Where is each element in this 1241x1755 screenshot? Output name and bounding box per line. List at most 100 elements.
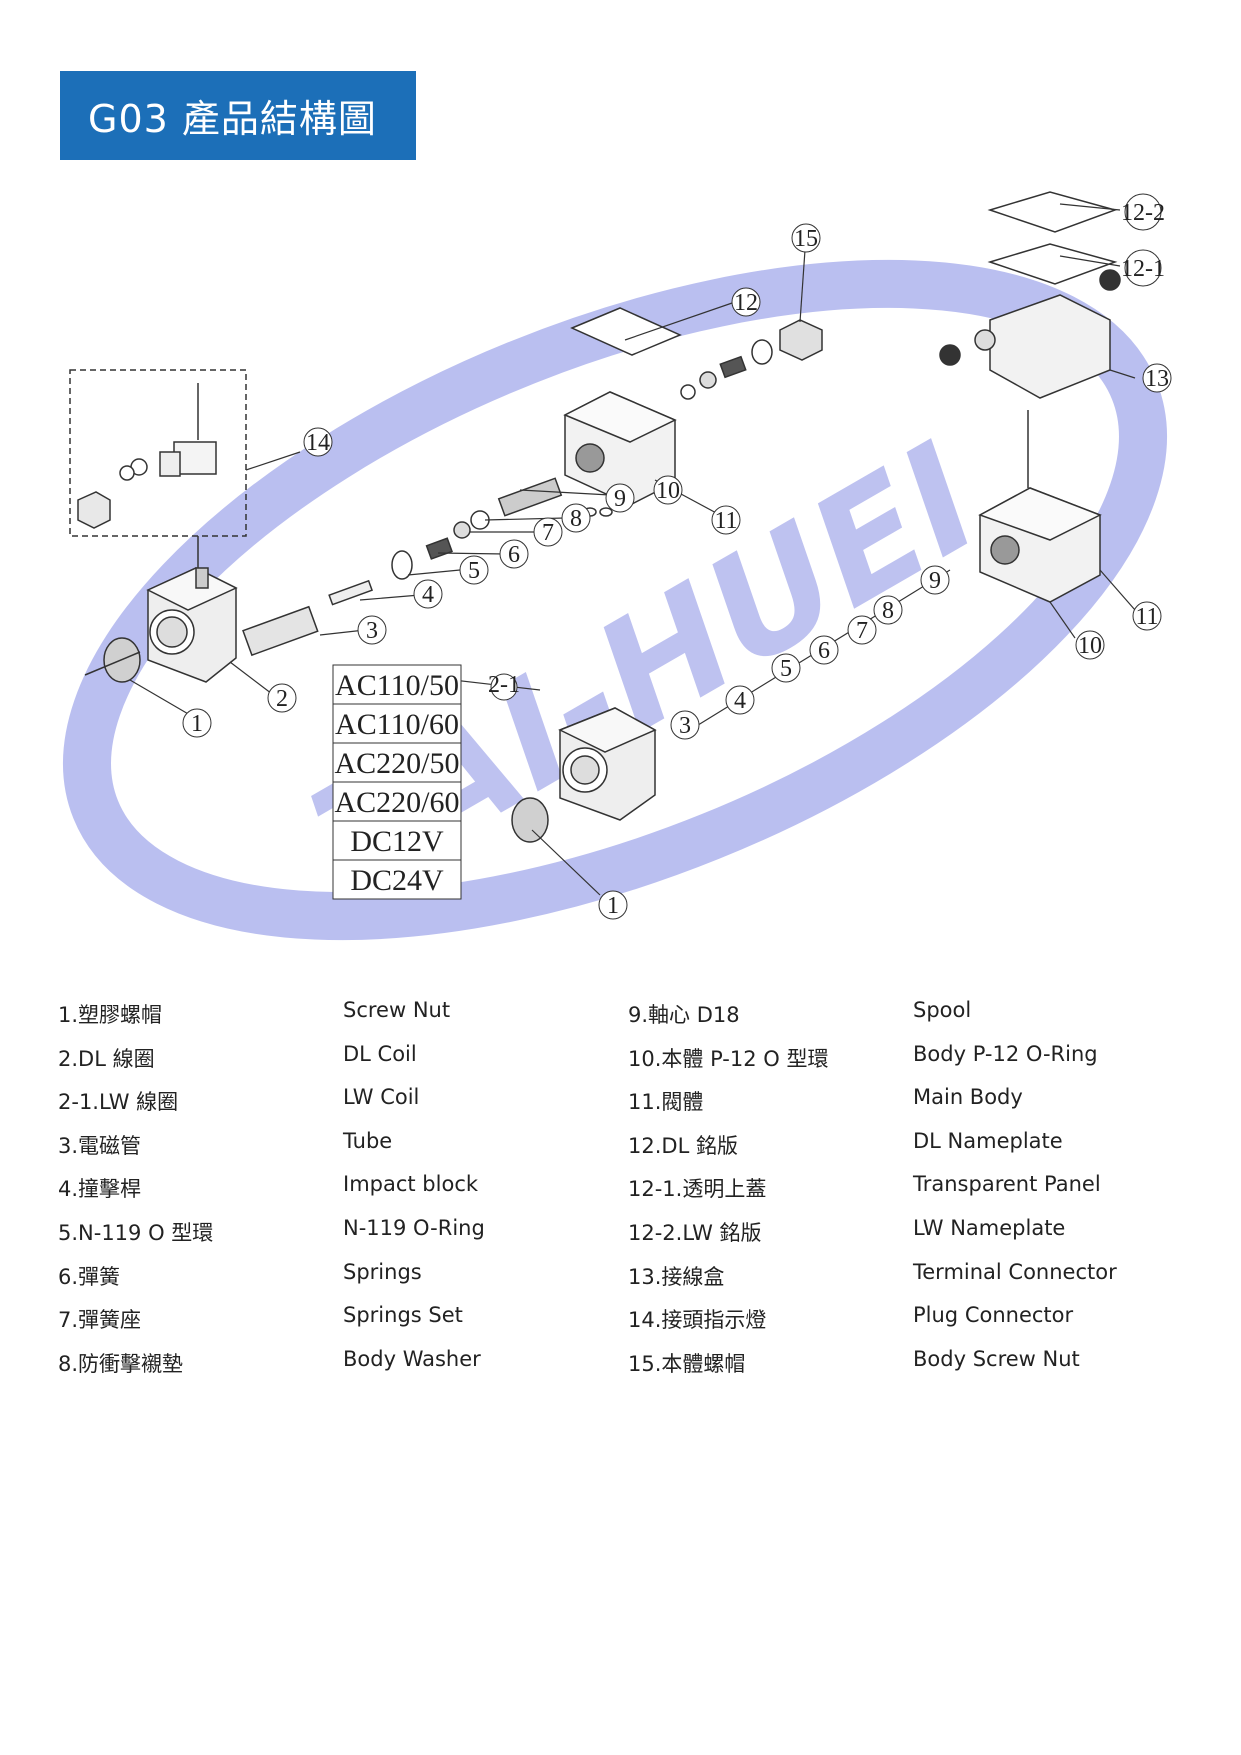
callout-1-right: 1 [598, 890, 628, 920]
svg-text:4: 4 [422, 582, 434, 608]
spring-set-drawing [391, 477, 613, 580]
svg-text:12: 12 [734, 290, 758, 316]
callout-14: 14 [303, 427, 333, 457]
svg-text:1: 1 [191, 711, 203, 737]
svg-text:2: 2 [276, 686, 288, 712]
part-zh: 12-2.LW 銘版 [628, 1220, 762, 1245]
callout-3-right: 3 [670, 710, 700, 740]
callout-4-left: 4 [413, 579, 443, 609]
part-zh: 15.本體螺帽 [628, 1351, 746, 1376]
callout-5-right: 5 [771, 653, 801, 683]
part-zh: 11.閥體 [628, 1090, 704, 1115]
part-zh: 2.DL 線圈 [58, 1046, 155, 1071]
svg-text:12-1: 12-1 [1121, 256, 1165, 282]
part-en: Tube [343, 1128, 393, 1153]
part-zh: 1.塑膠螺帽 [58, 1003, 163, 1027]
svg-text:7: 7 [542, 520, 554, 546]
part-en: LW Nameplate [913, 1215, 1066, 1240]
callout-13: 13 [1142, 363, 1172, 393]
page-title-banner: G03 產品結構圖 [60, 71, 416, 160]
svg-text:5: 5 [780, 656, 792, 682]
parts-zh-left: 1.塑膠螺帽 2.DL 線圈 2-1.LW 線圈 3.電磁管 4.撞擊桿 5.N… [58, 1000, 213, 1392]
callout-7-right: 7 [847, 615, 877, 645]
tube-drawing [242, 579, 374, 657]
part-en: DL Nameplate [913, 1128, 1063, 1153]
part-en: Plug Connector [913, 1303, 1074, 1328]
svg-text:2-1: 2-1 [488, 672, 520, 698]
part-en: LW Coil [343, 1085, 420, 1110]
part-en: Body Screw Nut [913, 1346, 1080, 1371]
svg-text:5: 5 [468, 558, 480, 584]
svg-text:10: 10 [656, 478, 680, 504]
voltage-table: AC110/50 AC110/60 AC220/50 AC220/60 DC12… [332, 664, 462, 900]
callout-6-right: 6 [809, 635, 839, 665]
part-en: Spool [913, 998, 972, 1022]
part-zh: 8.防衝擊襯墊 [58, 1351, 184, 1376]
part-zh: 3.電磁管 [58, 1133, 142, 1158]
svg-text:12-2: 12-2 [1121, 200, 1165, 226]
part-zh: 14.接頭指示燈 [628, 1308, 767, 1333]
svg-text:9: 9 [614, 486, 626, 512]
callout-labels: 1 2 2-1 3 4 5 6 7 8 9 10 11 12 12-1 12-2… [182, 193, 1172, 920]
part-zh: 7.彈簧座 [58, 1308, 142, 1333]
svg-text:11: 11 [714, 508, 737, 534]
svg-text:6: 6 [818, 638, 830, 664]
plug-connector-assembly [69, 369, 247, 570]
callout-8-left: 8 [561, 503, 591, 533]
part-zh: 12.DL 銘版 [628, 1133, 738, 1158]
voltage-2: AC110/60 [335, 708, 459, 741]
callout-9-right: 9 [920, 565, 950, 595]
svg-text:4: 4 [734, 688, 746, 714]
voltage-6: DC24V [350, 864, 444, 897]
callout-1-left: 1 [182, 708, 212, 738]
svg-text:11: 11 [1135, 604, 1158, 630]
svg-text:7: 7 [856, 618, 868, 644]
callout-11-upper: 11 [711, 505, 741, 535]
svg-text:9: 9 [929, 568, 941, 594]
part-zh: 2-1.LW 線圈 [58, 1090, 179, 1115]
callout-10-lower: 10 [1075, 630, 1105, 660]
exploded-diagram: TAI-HUEI [0, 170, 1241, 1000]
part-zh: 9.軸心 D18 [628, 1003, 740, 1027]
svg-text:1: 1 [607, 893, 619, 919]
body-nut-drawing [680, 319, 823, 400]
callout-12: 12 [731, 287, 761, 317]
part-zh: 5.N-119 O 型環 [58, 1220, 214, 1245]
svg-text:13: 13 [1145, 366, 1169, 392]
callout-3-left: 3 [357, 615, 387, 645]
part-zh: 6.彈簧 [58, 1264, 121, 1289]
svg-text:3: 3 [366, 618, 378, 644]
callout-4-right: 4 [725, 685, 755, 715]
callout-10-upper: 10 [653, 475, 683, 505]
part-en: Body P-12 O-Ring [913, 1041, 1098, 1066]
svg-text:15: 15 [794, 226, 818, 252]
callout-5-left: 5 [459, 555, 489, 585]
part-zh: 4.撞擊桿 [58, 1177, 142, 1202]
part-en: Main Body [913, 1085, 1023, 1110]
callout-7-left: 7 [533, 517, 563, 547]
parts-en-right: Spool Body P-12 O-Ring Main Body DL Name… [913, 995, 1117, 1387]
part-en: Terminal Connector [913, 1259, 1117, 1284]
voltage-1: AC110/50 [335, 669, 459, 702]
part-zh: 13.接線盒 [628, 1264, 725, 1289]
svg-text:10: 10 [1078, 633, 1102, 659]
callout-12-2: 12-2 [1121, 193, 1165, 231]
part-en: Impact block [343, 1172, 479, 1197]
svg-text:8: 8 [570, 506, 582, 532]
dl-coil-drawing [84, 567, 238, 683]
part-zh: 10.本體 P-12 O 型環 [628, 1046, 829, 1071]
main-body-upper-drawing [563, 307, 682, 506]
part-en: Body Washer [343, 1346, 481, 1371]
part-en: Transparent Panel [913, 1172, 1101, 1197]
callout-2: 2 [267, 683, 297, 713]
voltage-3: AC220/50 [334, 747, 459, 780]
svg-text:14: 14 [306, 430, 330, 456]
part-en: DL Coil [343, 1041, 417, 1066]
main-body-lower-drawing [978, 410, 1102, 603]
svg-text:3: 3 [679, 713, 691, 739]
page-title: G03 產品結構圖 [88, 97, 377, 141]
callout-2-1: 2-1 [488, 672, 520, 701]
parts-en-left: Screw Nut DL Coil LW Coil Tube Impact bl… [343, 995, 485, 1387]
callout-9-upper: 9 [605, 483, 635, 513]
part-zh: 12-1.透明上蓋 [628, 1177, 767, 1202]
